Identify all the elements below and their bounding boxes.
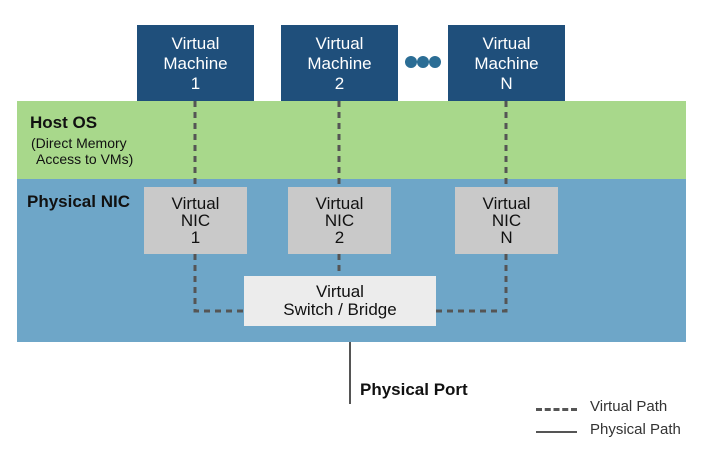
virtual-nic-2-line1: Virtual — [315, 194, 364, 213]
virtual-nic-2-line3: 2 — [334, 228, 345, 247]
virtual-machine-2-line2: Machine — [307, 54, 372, 73]
virtual-nic-n-line2: NIC — [491, 211, 522, 230]
host-os-title: Host OS — [30, 113, 98, 132]
virtual-nic-1-line2: NIC — [180, 211, 211, 230]
physical-nic-title: Physical NIC — [27, 192, 130, 211]
virtual-path-legend-line — [536, 408, 577, 411]
virtual-nic-1-line3: 1 — [190, 228, 201, 247]
host-os-layer — [17, 101, 686, 179]
virtual-machine-n-line2: Machine — [474, 54, 539, 73]
virtual-nic-1: Virtual NIC 1 — [144, 187, 247, 254]
ellipsis-dot — [417, 56, 429, 68]
virtual-machine-1-line1: Virtual — [171, 34, 220, 53]
virtual-machine-n-line1: Virtual — [482, 34, 531, 53]
virtual-nic-n-line3: N — [500, 228, 513, 247]
virtual-machine-n-line3: N — [500, 74, 513, 93]
virtual-machine-1-line2: Machine — [163, 54, 228, 73]
virtual-machine-n: Virtual Machine N — [448, 25, 565, 101]
virtual-machine-1: Virtual Machine 1 — [137, 25, 254, 101]
virtual-switch-line2: Switch / Bridge — [283, 300, 397, 319]
three-dots-icon — [405, 56, 441, 68]
virtual-switch-line1: Virtual — [316, 282, 364, 301]
virtual-machine-2-line1: Virtual — [315, 34, 364, 53]
physical-path-legend-label: Physical Path — [590, 421, 681, 438]
virtual-nic-1-line1: Virtual — [171, 194, 220, 213]
physical-path-legend-line — [536, 431, 577, 433]
ellipsis-dot — [429, 56, 441, 68]
virtual-nic-n: Virtual NIC N — [455, 187, 558, 254]
virtual-machine-2-line3: 2 — [334, 74, 345, 93]
physical-port-label: Physical Port — [360, 380, 468, 399]
virtual-machine-2: Virtual Machine 2 — [281, 25, 398, 101]
virtual-switch-bridge: Virtual Switch / Bridge — [244, 276, 436, 326]
host-os-subtitle-line1: (Direct Memory — [31, 135, 127, 151]
host-os-subtitle-line2: Access to VMs) — [36, 151, 134, 167]
virtual-nic-2-line2: NIC — [324, 211, 355, 230]
virtual-machine-1-line3: 1 — [190, 74, 201, 93]
virtual-nic-2: Virtual NIC 2 — [288, 187, 391, 254]
ellipsis-dot — [405, 56, 417, 68]
virtual-nic-n-line1: Virtual — [482, 194, 531, 213]
virtual-path-legend-label: Virtual Path — [590, 398, 668, 415]
